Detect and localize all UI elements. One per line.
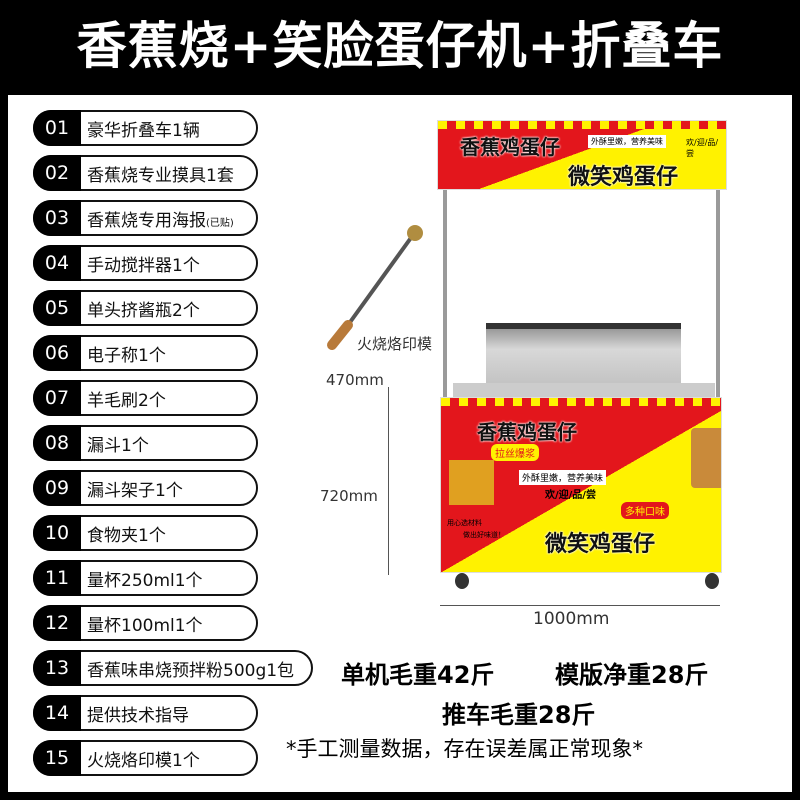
list-item: 13 香蕉味串烧预拌粉500g1包 bbox=[33, 650, 313, 686]
item-label: 火烧烙印模1个 bbox=[87, 750, 200, 771]
measurement-note: *手工测量数据，存在误差属正常现象* bbox=[286, 737, 643, 761]
item-number: 06 bbox=[33, 335, 81, 371]
branding-iron-image bbox=[327, 225, 423, 350]
list-item: 14 提供技术指导 bbox=[33, 695, 258, 731]
item-number: 04 bbox=[33, 245, 81, 281]
item-number: 10 bbox=[33, 515, 81, 551]
item-number: 13 bbox=[33, 650, 81, 686]
list-item: 04 手动搅拌器1个 bbox=[33, 245, 258, 281]
item-number: 08 bbox=[33, 425, 81, 461]
list-item: 05 单头挤酱瓶2个 bbox=[33, 290, 258, 326]
list-item: 11 量杯250ml1个 bbox=[33, 560, 258, 596]
lower-height-label: 720mm bbox=[320, 487, 378, 505]
top-banner: 香蕉鸡蛋仔 微笑鸡蛋仔 外酥里嫩，营养美味 欢/迎/品/尝 bbox=[437, 120, 727, 190]
item-number: 15 bbox=[33, 740, 81, 776]
item-label: 单头挤酱瓶2个 bbox=[87, 300, 200, 321]
item-label: 香蕉烧专用海报(已贴) bbox=[87, 210, 234, 231]
item-label: 豪华折叠车1辆 bbox=[87, 120, 200, 141]
item-label: 香蕉烧专业摸具1套 bbox=[87, 165, 234, 186]
item-label: 提供技术指导 bbox=[87, 705, 189, 726]
item-number: 01 bbox=[33, 110, 81, 146]
item-number: 03 bbox=[33, 200, 81, 236]
item-label: 食物夹1个 bbox=[87, 525, 166, 546]
width-label: 1000mm bbox=[533, 609, 610, 629]
item-number: 09 bbox=[33, 470, 81, 506]
list-item: 07 羊毛刷2个 bbox=[33, 380, 258, 416]
list-item: 09 漏斗架子1个 bbox=[33, 470, 258, 506]
mold-weight: 模版净重28斤 bbox=[555, 661, 709, 689]
list-item: 15 火烧烙印模1个 bbox=[33, 740, 258, 776]
list-item: 06 电子称1个 bbox=[33, 335, 258, 371]
item-number: 07 bbox=[33, 380, 81, 416]
front-banner: 香蕉鸡蛋仔 拉丝爆浆 外酥里嫩，营养美味 欢/迎/品/尝 多种口味 微笑鸡蛋仔 … bbox=[440, 397, 722, 573]
item-number: 14 bbox=[33, 695, 81, 731]
list-item: 03 香蕉烧专用海报(已贴) bbox=[33, 200, 258, 236]
item-number: 02 bbox=[33, 155, 81, 191]
list-item: 12 量杯100ml1个 bbox=[33, 605, 258, 641]
height-dimension-line bbox=[388, 387, 389, 575]
list-item: 01 豪华折叠车1辆 bbox=[33, 110, 258, 146]
product-panel: 01 豪华折叠车1辆 02 香蕉烧专业摸具1套 03 香蕉烧专用海报(已贴) 04 手动搅拌器… bbox=[8, 95, 792, 792]
item-number: 12 bbox=[33, 605, 81, 641]
item-label: 手动搅拌器1个 bbox=[87, 255, 200, 276]
item-label: 量杯250ml1个 bbox=[87, 570, 203, 591]
item-label: 漏斗架子1个 bbox=[87, 480, 183, 501]
width-dimension-line bbox=[440, 605, 720, 606]
list-item: 08 漏斗1个 bbox=[33, 425, 258, 461]
item-label: 量杯100ml1个 bbox=[87, 615, 203, 636]
item-label: 漏斗1个 bbox=[87, 435, 149, 456]
cart-weight: 推车毛重28斤 bbox=[442, 701, 596, 729]
item-label: 香蕉味串烧预拌粉500g1包 bbox=[87, 660, 295, 681]
item-number: 05 bbox=[33, 290, 81, 326]
upper-height-label: 470mm bbox=[326, 371, 384, 389]
machine-weight: 单机毛重42斤 bbox=[341, 661, 495, 689]
list-item: 10 食物夹1个 bbox=[33, 515, 258, 551]
item-label: 羊毛刷2个 bbox=[87, 390, 166, 411]
page-title: 香蕉烧+笑脸蛋仔机+折叠车 bbox=[76, 17, 724, 75]
tool-label: 火烧烙印模 bbox=[357, 335, 433, 353]
list-item: 02 香蕉烧专业摸具1套 bbox=[33, 155, 258, 191]
item-number: 11 bbox=[33, 560, 81, 596]
item-label: 电子称1个 bbox=[87, 345, 166, 366]
